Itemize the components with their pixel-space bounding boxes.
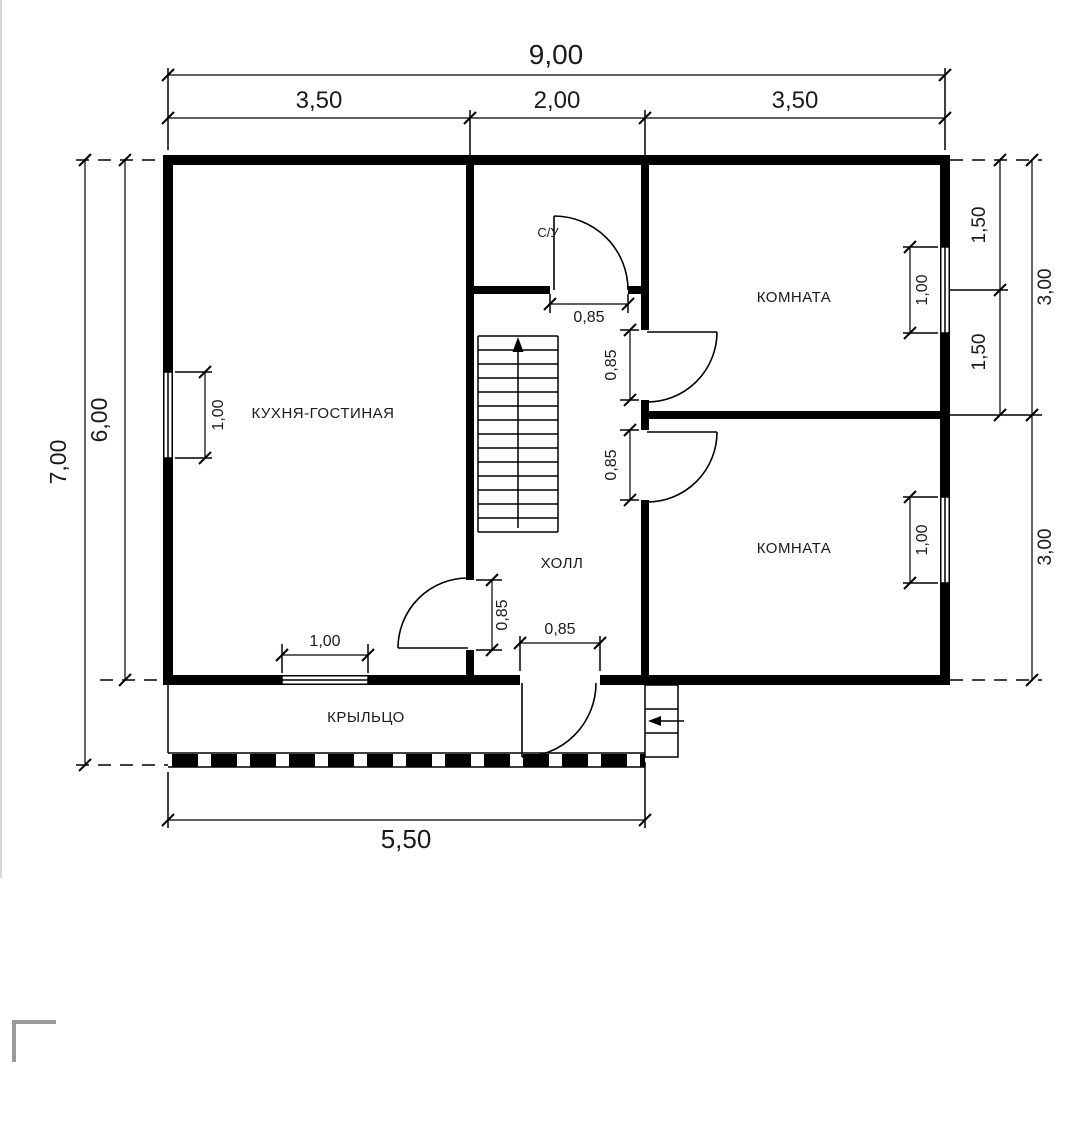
room-label-hall: ХОЛЛ (541, 555, 584, 572)
dim-seg-mid: 2,00 (534, 87, 581, 114)
steps-left-arrow-icon (648, 716, 661, 726)
wall-bathroom-seg1 (466, 286, 550, 294)
stairs (477, 335, 559, 533)
page-corner-mark (12, 1020, 56, 1062)
door-room-bottom (646, 431, 718, 503)
entry-steps (644, 684, 684, 758)
dim-right-split-bottom: 1,50 (969, 334, 990, 371)
dim-window-right-bottom: 1,00 (914, 524, 931, 555)
wall-right-seg3 (940, 583, 950, 685)
dim-right-split-top: 1,50 (969, 207, 990, 244)
wall-bathroom-seg2 (628, 286, 649, 294)
dim-seg-right: 3,50 (772, 87, 819, 114)
stairs-up-arrow-icon (512, 337, 524, 352)
dim-window-left: 1,00 (210, 399, 227, 430)
windows (163, 246, 950, 685)
room-label-room-top: КОМНАТА (757, 289, 832, 306)
labels: 9,00 3,50 2,00 3,50 7,00 6,00 1,50 1,50 … (45, 39, 1056, 854)
dim-door-room-bottom: 0,85 (603, 449, 620, 480)
door-room-top (646, 331, 718, 403)
dimension-ticks (78, 68, 1039, 827)
dim-porch-width: 5,50 (381, 824, 432, 854)
door-bathroom (553, 215, 629, 291)
doors (397, 215, 718, 758)
dim-door-room-top: 0,85 (603, 349, 620, 380)
dim-door-kitchen: 0,85 (494, 599, 511, 630)
window-right-top (940, 246, 950, 334)
wall-right-seg1 (940, 155, 950, 247)
walls (163, 155, 950, 685)
porch (167, 685, 645, 768)
dim-window-bottom: 1,00 (309, 633, 340, 650)
wall-hall-right-seg3 (641, 500, 649, 675)
wall-bottom-seg1 (163, 675, 282, 685)
window-bottom (281, 675, 369, 685)
window-right-bottom (940, 496, 950, 584)
window-left (163, 371, 173, 459)
dim-door-entry: 0,85 (544, 621, 575, 638)
door-entry (521, 682, 597, 758)
wall-rooms-divider (641, 411, 950, 419)
wall-hall-left-seg1 (466, 165, 474, 580)
dimension-lines (76, 68, 1042, 828)
dim-right-room-top: 3,00 (1035, 269, 1056, 306)
dim-inner-height: 6,00 (86, 398, 112, 443)
dim-total-height: 7,00 (45, 440, 71, 485)
dim-window-right-top: 1,00 (914, 274, 931, 305)
wall-left-seg2 (163, 458, 173, 685)
wall-top (163, 155, 950, 165)
dim-door-bathroom: 0,85 (573, 309, 604, 326)
wall-bottom-seg3 (600, 675, 950, 685)
dim-seg-left: 3,50 (296, 87, 343, 114)
wall-hall-right-seg1 (641, 165, 649, 330)
wall-hall-left-seg2 (466, 650, 474, 675)
room-label-bathroom: С/У (537, 225, 559, 240)
room-label-room-bottom: КОМНАТА (757, 540, 832, 557)
page-frame (0, 0, 56, 1062)
room-label-kitchen-living: КУХНЯ-ГОСТИНАЯ (252, 405, 395, 422)
dim-right-room-bottom: 3,00 (1035, 529, 1056, 566)
room-label-porch: КРЫЛЬЦО (327, 709, 405, 726)
wall-bottom-seg2 (368, 675, 520, 685)
door-kitchen (397, 577, 469, 649)
wall-left-seg1 (163, 155, 173, 372)
dim-total-width: 9,00 (529, 39, 584, 70)
